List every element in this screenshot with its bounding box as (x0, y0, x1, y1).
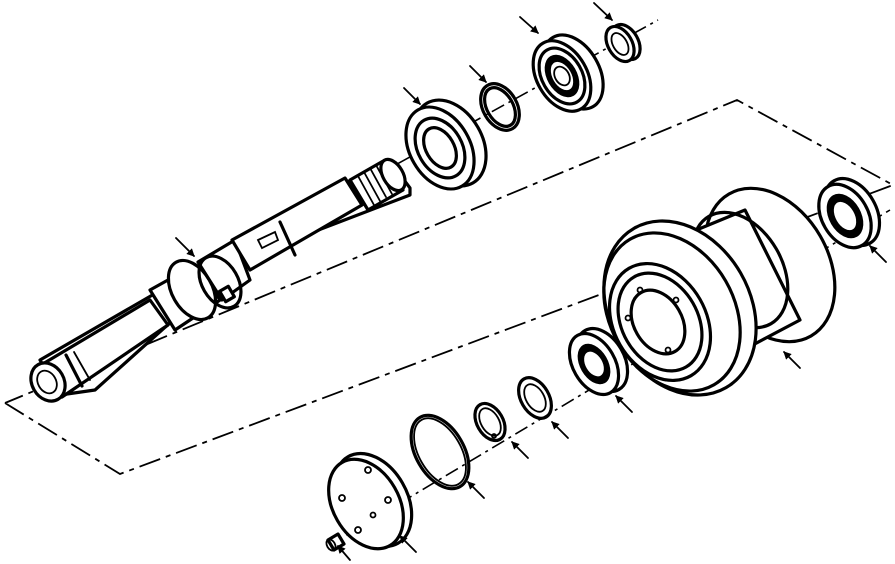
callout-arrow (403, 87, 421, 105)
callout-arrow (337, 545, 351, 561)
callout-arrow (519, 16, 539, 34)
seal-ring-top (604, 22, 642, 64)
callout-arrow (511, 441, 529, 459)
bearing-lower (567, 326, 630, 397)
snap-ring-lower (473, 401, 507, 443)
callout-arrows (175, 2, 887, 561)
seal-upper (404, 98, 488, 191)
callout-arrow (175, 237, 195, 257)
callout-arrow (399, 535, 417, 553)
roller-body (602, 186, 837, 397)
callout-arrow (467, 481, 485, 499)
o-ring (409, 413, 471, 491)
assembly-boundary (4, 99, 895, 475)
callout-arrow (869, 245, 887, 263)
seal-right (817, 176, 882, 250)
callout-arrow (783, 351, 801, 369)
washer (517, 376, 553, 420)
bearing-upper (531, 33, 605, 113)
snap-ring-upper (479, 82, 521, 132)
upper-centerline (349, 19, 659, 191)
callout-arrow (615, 395, 633, 413)
callout-arrow (551, 421, 569, 439)
callout-arrow (593, 2, 613, 21)
shaft (29, 157, 412, 403)
callout-arrow (469, 65, 487, 83)
end-cover (327, 451, 414, 551)
